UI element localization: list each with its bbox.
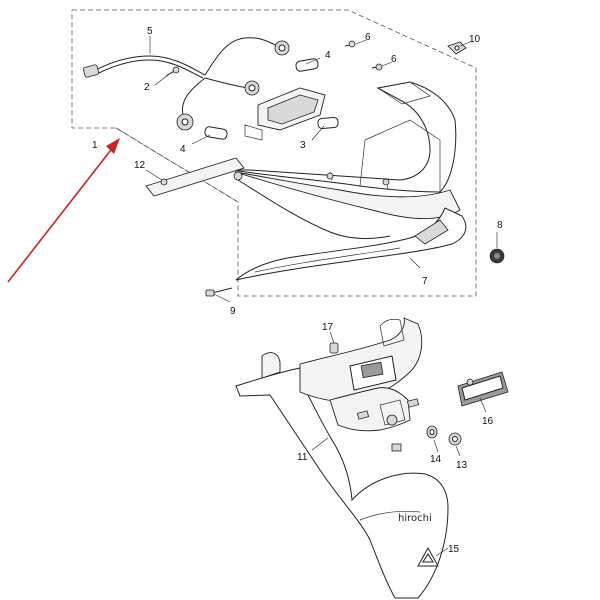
part-label-5: 5 <box>147 26 153 37</box>
part-label-12: 12 <box>134 160 146 171</box>
part-label-1: 1 <box>92 140 98 151</box>
pointer-arrow <box>7 138 120 283</box>
label-part-12 <box>145 157 245 197</box>
assembly-boundary <box>71 9 477 297</box>
part-label-7: 7 <box>422 276 428 287</box>
bulb-part-4-upper <box>295 58 319 72</box>
part-label-11: 11 <box>297 452 308 463</box>
part-labels: 1 2 3 4 4 5 6 6 7 8 9 10 11 12 13 14 15 … <box>92 26 503 555</box>
part-label-16: 16 <box>482 416 494 427</box>
part-label-6a: 6 <box>365 32 371 43</box>
wire-harness-part-5 <box>82 37 283 116</box>
part-label-6b: 6 <box>391 54 397 65</box>
watermark-text: hirochi <box>398 513 432 524</box>
bolt-part-9 <box>205 287 233 297</box>
part-label-4b: 4 <box>180 144 186 155</box>
part-label-8: 8 <box>497 220 503 231</box>
collar-part-14 <box>426 425 438 439</box>
grommet-part-8 <box>489 248 505 264</box>
part-label-2: 2 <box>144 82 150 93</box>
leader-lines <box>145 36 498 557</box>
rear-fender-part-11 <box>235 317 449 599</box>
warning-decal-part-15 <box>417 546 439 567</box>
side-trim-part-7 <box>235 207 467 281</box>
bulb-part-4-lower <box>204 126 228 140</box>
bulb-sockets <box>176 40 290 131</box>
clip-part-10 <box>447 41 467 55</box>
part-label-4a: 4 <box>325 50 331 61</box>
part-label-10: 10 <box>469 34 481 45</box>
part-label-13: 13 <box>456 460 468 471</box>
part-label-9: 9 <box>230 306 236 317</box>
screw-part-6-a <box>344 40 356 48</box>
bulb-part-3 <box>317 116 339 130</box>
nut-part-13 <box>448 432 462 446</box>
part-label-15: 15 <box>448 544 460 555</box>
part-label-3: 3 <box>300 140 306 151</box>
screw-part-2 <box>165 66 180 77</box>
part-label-17: 17 <box>322 322 334 333</box>
reflector-part-16 <box>457 371 509 407</box>
tail-cover-bracket <box>231 81 461 240</box>
lamp-housing <box>244 87 326 141</box>
screw-part-6-b <box>371 63 383 71</box>
part-label-14: 14 <box>430 454 442 465</box>
nut-part-17 <box>329 342 339 354</box>
